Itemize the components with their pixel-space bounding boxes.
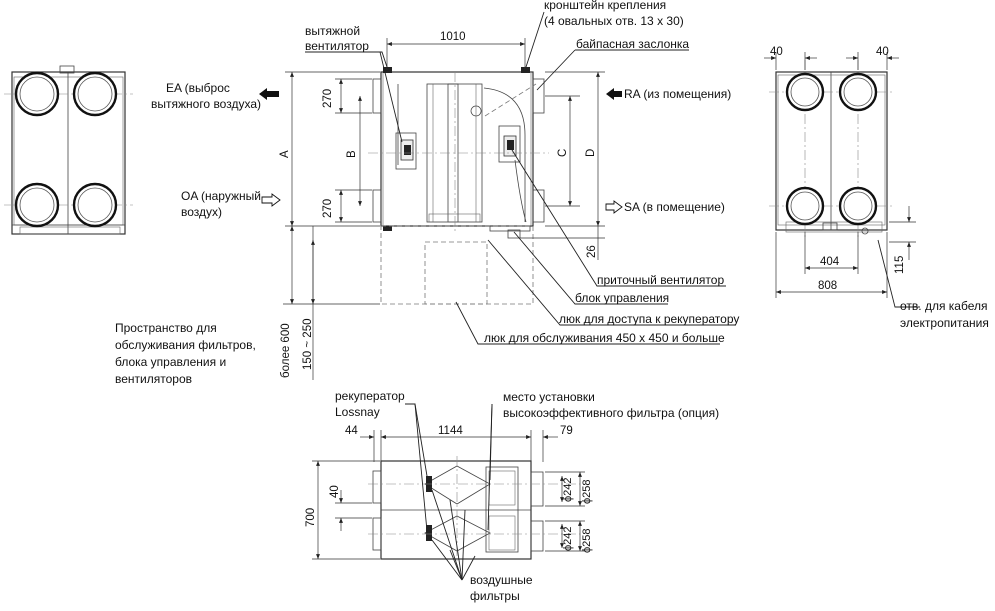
dim-phi258-1: ϕ258 <box>581 479 593 504</box>
center-top-view <box>368 67 549 305</box>
hepa-label-1: место установки <box>503 390 595 404</box>
bottom-plan-view <box>368 456 580 565</box>
dim-600: более 600 <box>280 323 292 378</box>
text-labels: кронштейн крепления (4 овальных отв. 13 … <box>115 0 989 603</box>
dim-40-left: 40 <box>770 46 783 58</box>
dim-270-bottom: 270 <box>322 199 334 218</box>
exhaust-fan-label-1: вытяжной <box>305 24 360 38</box>
dim-40-bottom: 40 <box>329 485 341 498</box>
dim-700: 700 <box>305 508 317 527</box>
left-side-view <box>4 65 133 235</box>
dimension-lines <box>283 38 916 560</box>
ea-label-1: EA (выброс <box>166 81 230 95</box>
ea-label-2: вытяжного воздуха) <box>151 97 261 111</box>
hepa-label-2: высокоэффективного фильтра (опция) <box>503 406 719 420</box>
dim-26: 26 <box>586 245 598 258</box>
right-end-view <box>769 60 895 240</box>
dim-phi242-1: ϕ242 <box>562 477 574 502</box>
recuperator-label-2: Lossnay <box>335 405 380 419</box>
dim-phi242-2: ϕ242 <box>562 526 574 551</box>
space-label-1: Пространство для <box>115 321 217 335</box>
dim-d: D <box>585 149 597 157</box>
sa-arrow-icon <box>605 200 623 214</box>
bypass-label: байпасная заслонка <box>576 37 689 51</box>
dim-150-250: 150 ~ 250 <box>302 319 314 370</box>
ra-arrow-icon <box>606 88 622 100</box>
dim-44: 44 <box>345 425 358 437</box>
dim-270-top: 270 <box>322 89 334 108</box>
dim-1010: 1010 <box>440 31 466 43</box>
supply-fan-label: приточный вентилятор <box>597 273 724 287</box>
cable-label-2: электропитания <box>900 316 989 330</box>
dim-b: B <box>346 150 358 158</box>
sa-label: SA (в помещение) <box>624 200 725 214</box>
dim-404: 404 <box>820 256 840 268</box>
dim-c: C <box>557 149 569 157</box>
recuperator-label-1: рекуператор <box>335 389 405 403</box>
oa-label-1: OA (наружный <box>181 189 261 203</box>
dim-a: A <box>279 150 291 158</box>
dim-79: 79 <box>560 425 573 437</box>
filters-label-1: воздушные <box>470 573 533 587</box>
access-hatch-label: люк для доступа к рекуператору <box>559 312 739 326</box>
control-box-label: блок управления <box>575 291 669 305</box>
service-hatch-label: люк для обслуживания 450 x 450 и больше <box>484 331 725 345</box>
space-label-4: вентиляторов <box>115 372 192 386</box>
exhaust-fan-label-2: вентилятор <box>305 39 369 53</box>
oa-arrow-icon <box>261 193 281 207</box>
flow-arrows <box>259 88 623 214</box>
dimension-text: 1010 270 270 A B C D 26 более 600 150 ~ … <box>279 31 906 553</box>
dim-808: 808 <box>818 280 837 292</box>
space-label-3: блока управления и <box>115 355 226 369</box>
dim-phi258-2: ϕ258 <box>581 528 593 553</box>
dim-115: 115 <box>894 256 906 274</box>
dim-40-right: 40 <box>876 46 889 58</box>
dim-1144: 1144 <box>438 425 463 437</box>
filters-label-2: фильтры <box>470 589 520 603</box>
oa-label-2: воздух) <box>181 205 222 219</box>
cable-label-1: отв. для кабеля <box>900 299 988 313</box>
bracket-label-1: кронштейн крепления <box>544 0 666 12</box>
leader-lines <box>305 11 920 581</box>
ea-arrow-icon <box>259 88 279 100</box>
bracket-label-2: (4 овальных отв. 13 x 30) <box>544 14 684 28</box>
ra-label: RA (из помещения) <box>624 87 731 101</box>
space-label-2: обслуживания фильтров, <box>115 338 256 352</box>
